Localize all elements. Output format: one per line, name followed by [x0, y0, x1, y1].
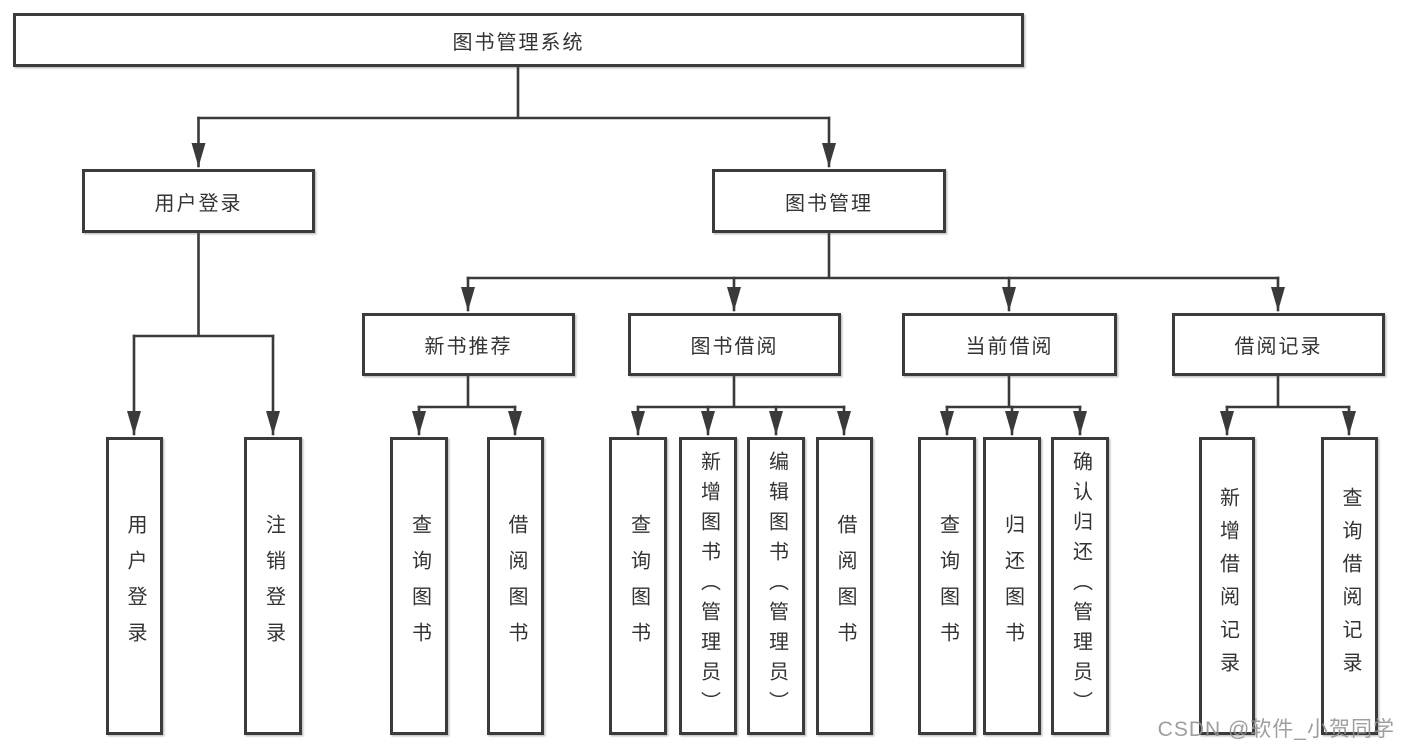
leaf-cb-confirm-return-admin-label: 确认归还（管理员）	[1069, 451, 1092, 721]
node-new-book-recommend: 新书推荐	[362, 313, 575, 376]
leaf-user-login-label: 用户登录	[124, 514, 146, 658]
connector-root-bus	[197, 65, 831, 120]
leaf-bb-add-books-admin-label: 新增图书（管理员）	[697, 451, 720, 721]
node-root-label: 图书管理系统	[452, 31, 585, 54]
leaf-bb-add-books-admin: 新增图书（管理员）	[679, 437, 737, 735]
leaf-cb-confirm-return-admin: 确认归还（管理员）	[1051, 437, 1109, 735]
leaf-bb-borrow-books: 借阅图书	[816, 437, 873, 735]
leaf-nbr-query-books-label: 查询图书	[408, 514, 431, 658]
leaf-bb-edit-books-admin-label: 编辑图书（管理员）	[765, 451, 788, 721]
connector-book-mgmt-bus	[466, 231, 1280, 280]
leaf-bb-borrow-books-label: 借阅图书	[834, 514, 856, 658]
connector-cb-bus	[945, 374, 1082, 409]
leaf-user-login: 用户登录	[106, 437, 163, 735]
connector-bb-bus	[636, 374, 846, 409]
connector-user-login-bus	[132, 231, 275, 338]
leaf-bb-edit-books-admin: 编辑图书（管理员）	[747, 437, 805, 735]
leaf-bb-query-books: 查询图书	[609, 437, 667, 735]
leaf-br-add-record-label: 新增借阅记录	[1216, 487, 1239, 685]
connector-br-bus	[1225, 374, 1351, 409]
node-book-management: 图书管理	[712, 169, 946, 233]
node-user-login-label: 用户登录	[154, 192, 243, 215]
node-book-borrow: 图书借阅	[628, 313, 841, 376]
node-new-book-recommend-label: 新书推荐	[424, 336, 513, 358]
leaf-br-add-record: 新增借阅记录	[1199, 437, 1255, 735]
connector-nbr-bus	[417, 374, 517, 409]
node-borrow-records-label: 借阅记录	[1234, 336, 1323, 358]
leaf-cb-return-books-label: 归还图书	[1001, 514, 1024, 658]
node-current-borrow-label: 当前借阅	[965, 336, 1054, 358]
leaf-cb-query-books-label: 查询图书	[936, 514, 959, 658]
leaf-br-query-record: 查询借阅记录	[1321, 437, 1378, 735]
leaf-logout-login: 注销登录	[244, 437, 302, 735]
leaf-cb-return-books: 归还图书	[983, 437, 1041, 735]
leaf-nbr-borrow-books: 借阅图书	[487, 437, 544, 735]
node-user-login: 用户登录	[82, 169, 315, 233]
node-borrow-records: 借阅记录	[1172, 313, 1385, 376]
node-current-borrow: 当前借阅	[902, 313, 1117, 376]
node-book-borrow-label: 图书借阅	[690, 336, 779, 358]
leaf-cb-query-books: 查询图书	[918, 437, 976, 735]
leaf-bb-query-books-label: 查询图书	[627, 514, 650, 658]
leaf-logout-login-label: 注销登录	[262, 514, 285, 658]
leaf-br-query-record-label: 查询借阅记录	[1339, 487, 1361, 685]
leaf-nbr-borrow-books-label: 借阅图书	[505, 514, 527, 658]
csdn-watermark: CSDN @软件_小贺同学	[1157, 718, 1395, 741]
node-root: 图书管理系统	[13, 13, 1024, 67]
leaf-nbr-query-books: 查询图书	[390, 437, 448, 735]
node-book-management-label: 图书管理	[785, 192, 873, 215]
